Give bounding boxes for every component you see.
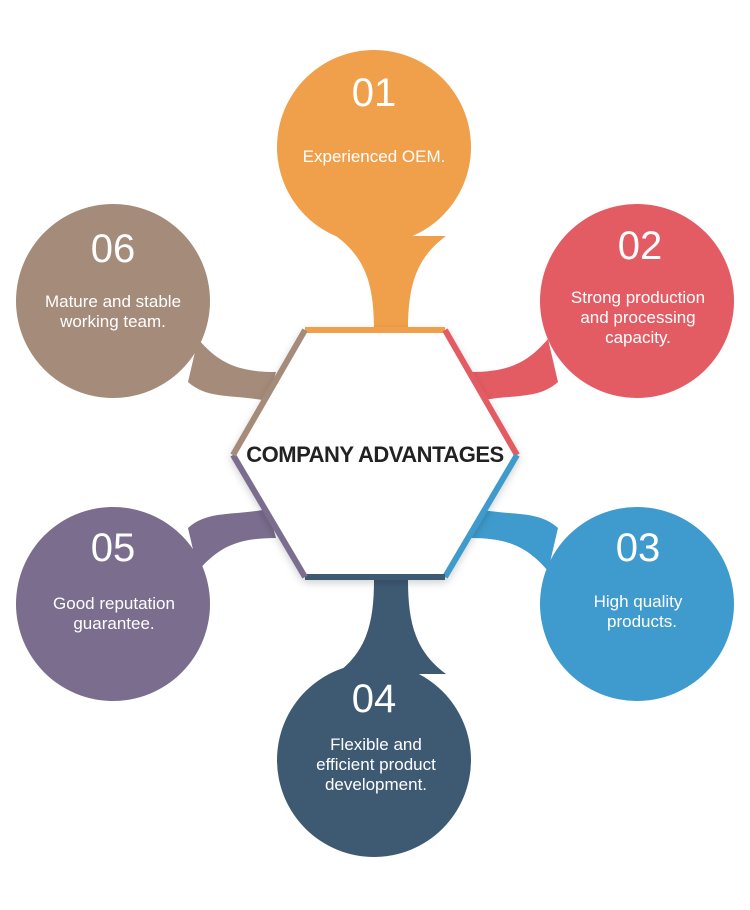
advantage-text-line: Flexible and <box>330 735 422 754</box>
advantage-04: 04 Flexible and efficient product develo… <box>277 663 471 857</box>
circle-06 <box>16 204 210 398</box>
connector-05 <box>188 509 276 571</box>
circle-04 <box>277 663 471 857</box>
connector-03 <box>470 509 558 571</box>
connector-02 <box>470 339 558 401</box>
connector-04 <box>336 580 446 674</box>
connectors <box>188 236 558 674</box>
circle-05 <box>16 507 210 701</box>
hexagon-frame <box>230 327 520 580</box>
advantage-02: 02 Strong production and processing capa… <box>540 204 734 398</box>
advantage-text-line: Mature and stable <box>45 292 181 311</box>
advantage-number: 04 <box>352 677 397 721</box>
advantage-text-line: Good reputation <box>53 594 175 613</box>
advantage-text-line: development. <box>325 775 427 794</box>
advantage-text-line: guarantee. <box>73 614 154 633</box>
advantage-06: 06 Mature and stable working team. <box>16 204 210 398</box>
circle-03 <box>540 507 734 701</box>
advantage-number: 02 <box>618 224 663 268</box>
advantage-number: 05 <box>91 526 136 570</box>
connector-06 <box>188 339 276 401</box>
center-title: COMPANY ADVANTAGES <box>246 442 503 467</box>
circle-02 <box>540 204 734 398</box>
circle-01 <box>277 50 471 244</box>
advantage-number: 03 <box>616 526 661 570</box>
advantage-text-line: Strong production <box>571 288 705 307</box>
hexagon <box>233 330 517 577</box>
advantage-number: 01 <box>352 71 397 115</box>
advantage-text-line: and processing <box>580 308 695 327</box>
advantage-text-line: products. <box>607 612 677 631</box>
advantage-text-line: capacity. <box>605 328 671 347</box>
advantage-text-line: High quality <box>594 592 683 611</box>
advantage-03: 03 High quality products. <box>540 507 734 701</box>
advantage-text-line: working team. <box>59 312 166 331</box>
advantage-text-line: efficient product <box>316 755 436 774</box>
connector-01 <box>336 236 446 330</box>
advantage-05: 05 Good reputation guarantee. <box>16 507 210 701</box>
advantage-text-line: Experienced OEM. <box>303 147 446 166</box>
advantage-01: 01 Experienced OEM. <box>277 50 471 244</box>
advantage-number: 06 <box>91 227 136 271</box>
